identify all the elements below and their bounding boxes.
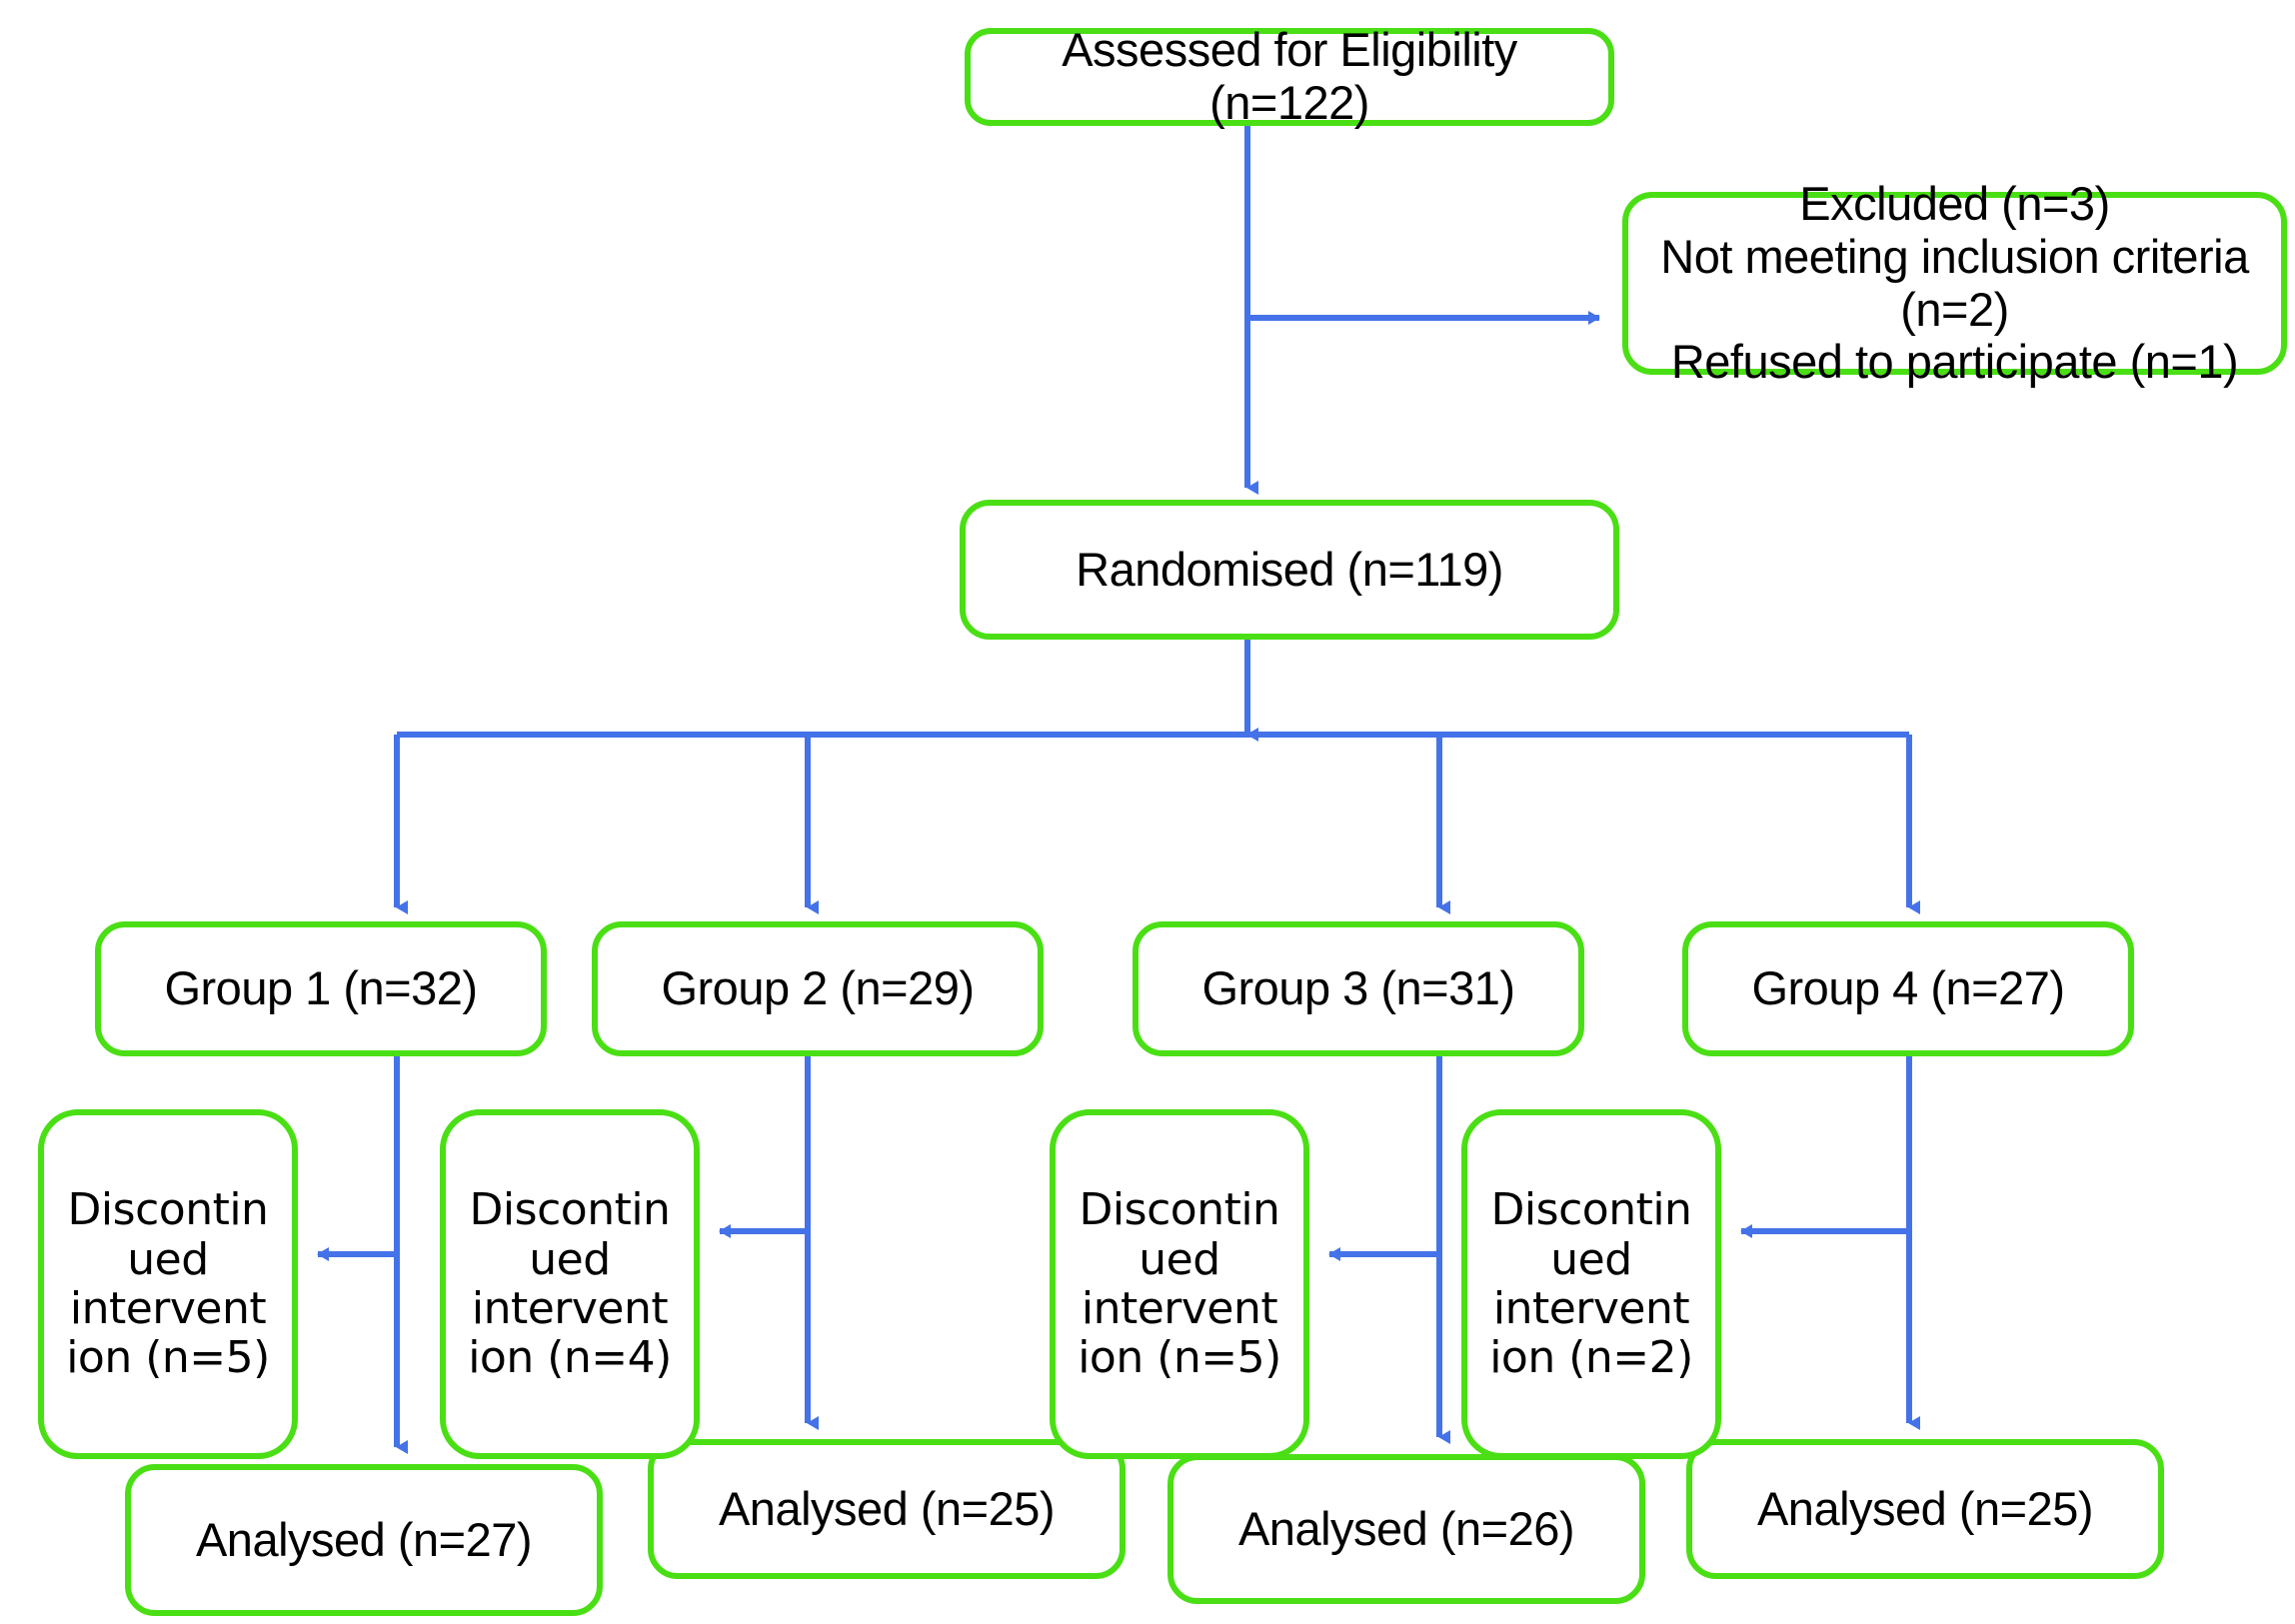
node-group-3: Group 3 (n=31): [1133, 921, 1584, 1056]
node-group-1: Group 1 (n=32): [95, 921, 547, 1056]
node-group-2: Group 2 (n=29): [592, 921, 1044, 1056]
node-randomised: Randomised (n=119): [960, 500, 1619, 640]
node-discontinued-4-label: Discontin ued intervent ion (n=2): [1489, 1184, 1693, 1384]
node-group-1-label: Group 1 (n=32): [164, 961, 478, 1015]
node-assessed-label: Assessed for Eligibility (n=122): [1062, 23, 1517, 129]
node-analysed-2: Analysed (n=25): [648, 1439, 1126, 1579]
node-discontinued-1-label: Discontin ued intervent ion (n=5): [66, 1184, 270, 1384]
node-discontinued-3-label: Discontin ued intervent ion (n=5): [1078, 1184, 1281, 1384]
node-discontinued-1: Discontin ued intervent ion (n=5): [38, 1109, 298, 1459]
node-group-3-label: Group 3 (n=31): [1201, 961, 1515, 1015]
node-analysed-4: Analysed (n=25): [1686, 1439, 2164, 1579]
node-group-2-label: Group 2 (n=29): [661, 961, 975, 1015]
node-group-4: Group 4 (n=27): [1682, 921, 2134, 1056]
node-analysed-3-label: Analysed (n=26): [1237, 1501, 1575, 1555]
node-discontinued-2: Discontin ued intervent ion (n=4): [440, 1109, 700, 1459]
node-discontinued-2-label: Discontin ued intervent ion (n=4): [468, 1184, 672, 1384]
node-analysed-1: Analysed (n=27): [125, 1464, 603, 1616]
node-excluded-label: Excluded (n=3) Not meeting inclusion cri…: [1660, 177, 2249, 389]
node-analysed-3: Analysed (n=26): [1167, 1454, 1645, 1604]
node-group-4-label: Group 4 (n=27): [1751, 961, 2065, 1015]
node-analysed-1-label: Analysed (n=27): [195, 1512, 533, 1566]
node-discontinued-4: Discontin ued intervent ion (n=2): [1461, 1109, 1721, 1459]
node-assessed-for-eligibility: Assessed for Eligibility (n=122): [965, 23, 1614, 129]
node-analysed-2-label: Analysed (n=25): [718, 1481, 1056, 1535]
node-discontinued-3: Discontin ued intervent ion (n=5): [1050, 1109, 1309, 1459]
node-analysed-4-label: Analysed (n=25): [1756, 1481, 2094, 1535]
node-excluded: Excluded (n=3) Not meeting inclusion cri…: [1622, 177, 2287, 388]
node-randomised-label: Randomised (n=119): [1076, 542, 1503, 596]
